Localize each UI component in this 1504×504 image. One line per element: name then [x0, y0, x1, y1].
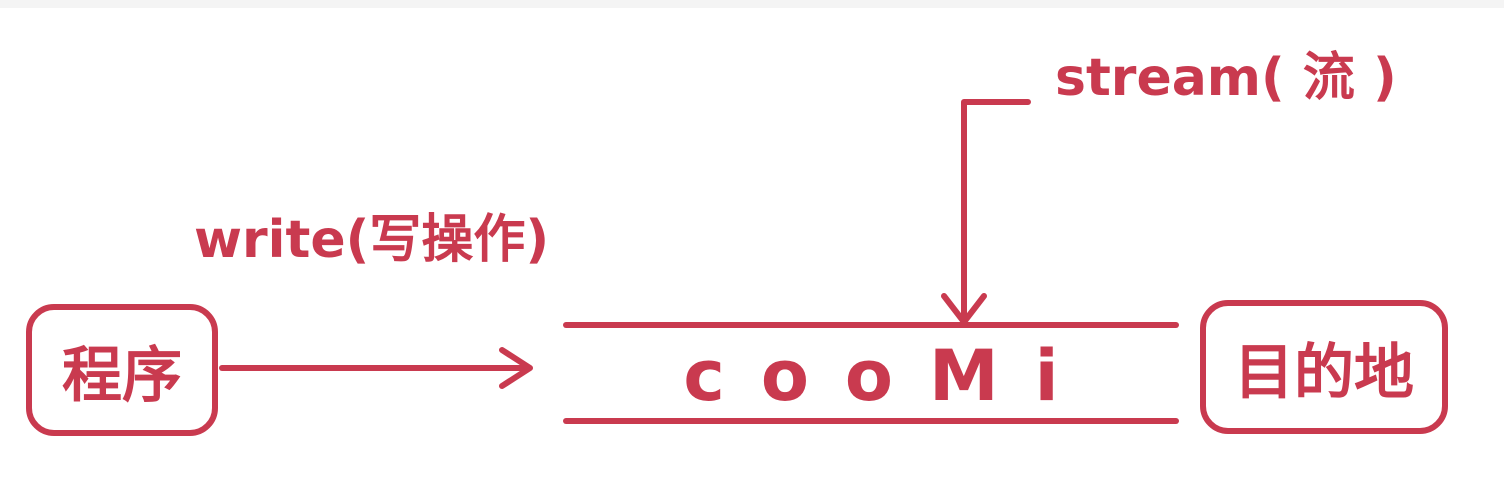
stream-char: c [683, 335, 725, 417]
destination-label: 目的地 [1234, 337, 1414, 408]
top-background-strip [0, 0, 1504, 8]
stream-char: o [844, 335, 893, 417]
destination-box: 目的地 [1200, 300, 1448, 434]
stream-content: c o o M i [566, 335, 1176, 417]
stream-char: M [929, 335, 999, 417]
stream-pointer-line [961, 99, 1031, 323]
program-label: 程序 [62, 340, 182, 411]
stream-char: i [1034, 335, 1059, 417]
program-box: 程序 [26, 304, 218, 436]
stream-char: o [760, 335, 809, 417]
write-label: write(写操作) [194, 210, 550, 270]
stream-pointer-head [941, 293, 987, 325]
stream-label: stream( 流 ) [1055, 48, 1397, 108]
write-arrow-head [499, 347, 533, 389]
